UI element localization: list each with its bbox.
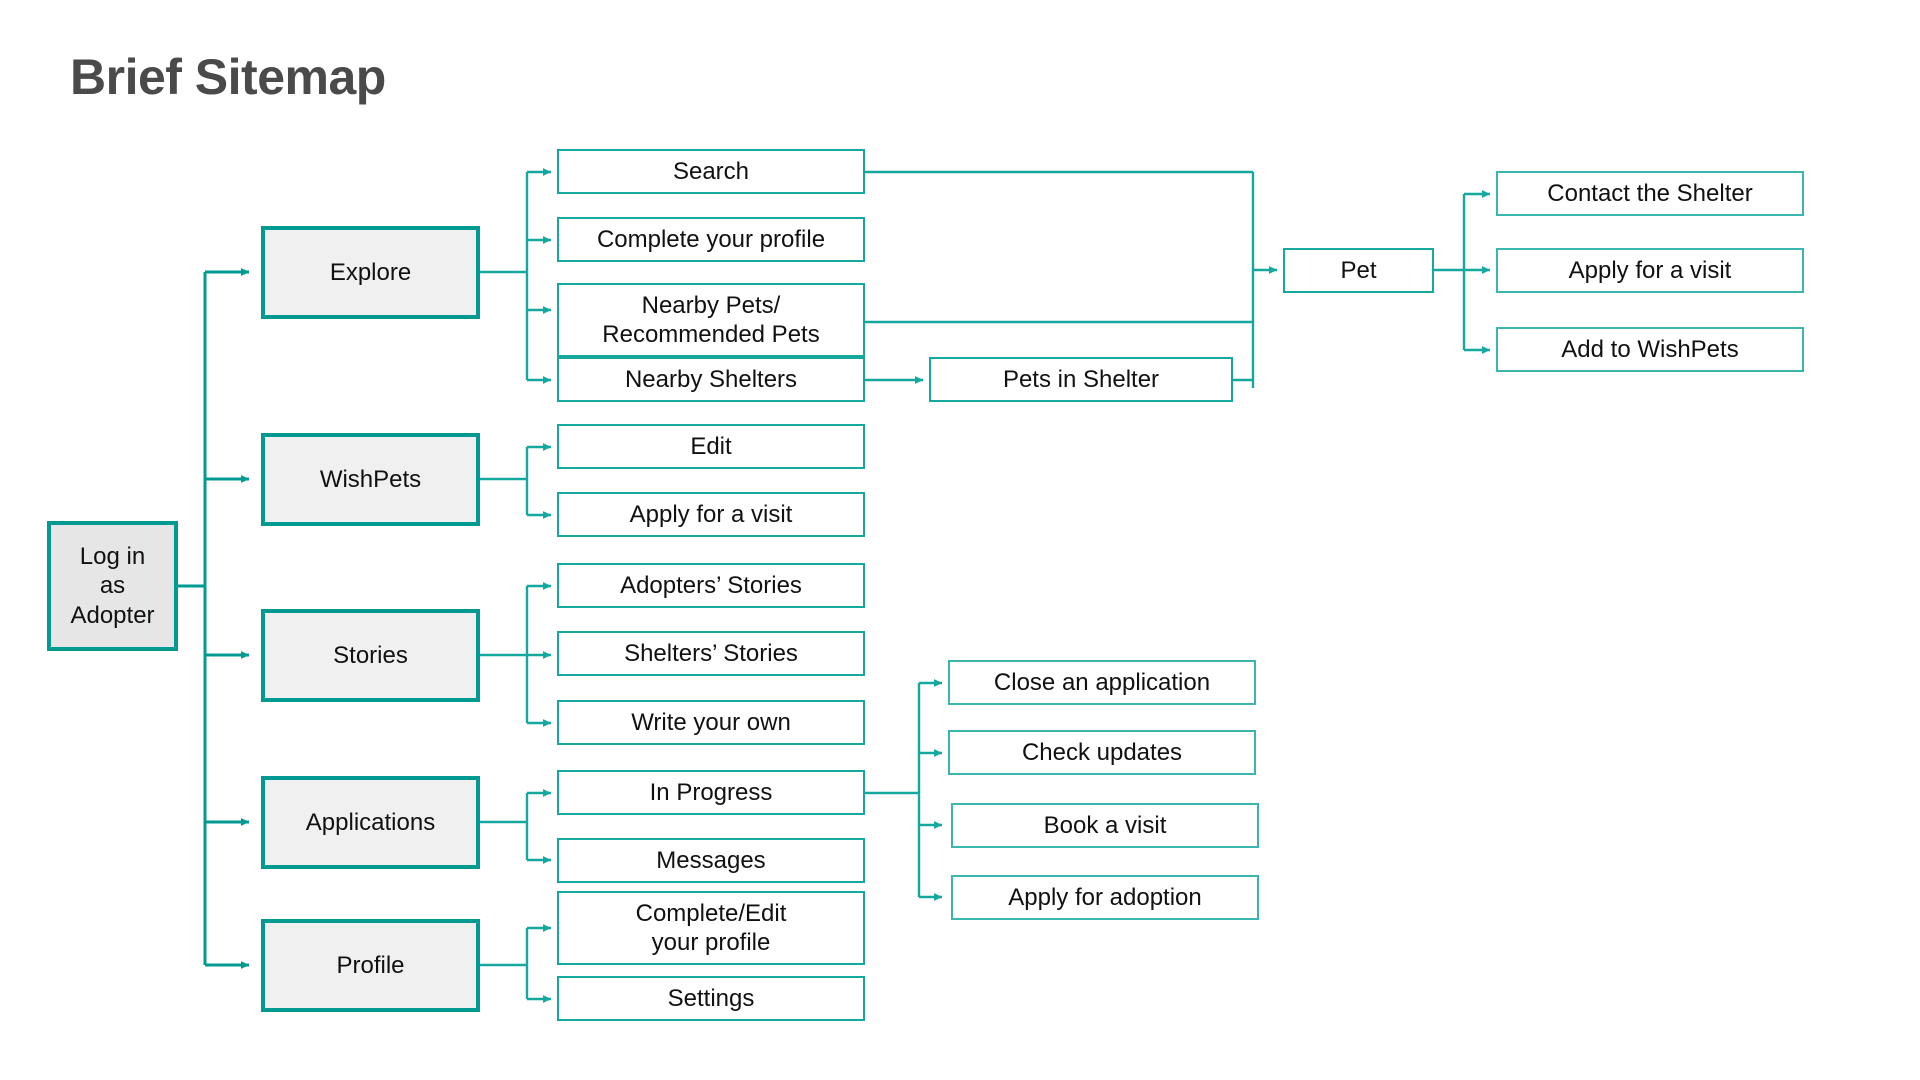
node-in-progress[interactable]: In Progress — [557, 770, 865, 815]
node-book-a-visit[interactable]: Book a visit — [951, 803, 1259, 848]
node-add-to-wishpets[interactable]: Add to WishPets — [1496, 327, 1804, 372]
node-close-an-application[interactable]: Close an application — [948, 660, 1256, 705]
node-wishpets[interactable]: WishPets — [261, 433, 480, 526]
node-nearby-shelters[interactable]: Nearby Shelters — [557, 357, 865, 402]
node-settings[interactable]: Settings — [557, 976, 865, 1021]
node-search[interactable]: Search — [557, 149, 865, 194]
node-nearby-pets[interactable]: Nearby Pets/ Recommended Pets — [557, 283, 865, 357]
node-login-as-adopter[interactable]: Log in as Adopter — [47, 521, 178, 651]
page-title: Brief Sitemap — [70, 49, 386, 105]
node-messages[interactable]: Messages — [557, 838, 865, 883]
node-check-updates[interactable]: Check updates — [948, 730, 1256, 775]
node-pet[interactable]: Pet — [1283, 248, 1434, 293]
node-adopters-stories[interactable]: Adopters’ Stories — [557, 563, 865, 608]
node-write-your-own[interactable]: Write your own — [557, 700, 865, 745]
node-complete-your-profile[interactable]: Complete your profile — [557, 217, 865, 262]
node-contact-the-shelter[interactable]: Contact the Shelter — [1496, 171, 1804, 216]
node-pets-in-shelter[interactable]: Pets in Shelter — [929, 357, 1233, 402]
node-stories[interactable]: Stories — [261, 609, 480, 702]
node-edit[interactable]: Edit — [557, 424, 865, 469]
node-apply-for-a-visit-pet[interactable]: Apply for a visit — [1496, 248, 1804, 293]
node-apply-for-a-visit-wishpets[interactable]: Apply for a visit — [557, 492, 865, 537]
node-profile[interactable]: Profile — [261, 919, 480, 1012]
node-applications[interactable]: Applications — [261, 776, 480, 869]
node-shelters-stories[interactable]: Shelters’ Stories — [557, 631, 865, 676]
node-explore[interactable]: Explore — [261, 226, 480, 319]
node-apply-for-adoption[interactable]: Apply for adoption — [951, 875, 1259, 920]
node-complete-edit-your-profile[interactable]: Complete/Edit your profile — [557, 891, 865, 965]
